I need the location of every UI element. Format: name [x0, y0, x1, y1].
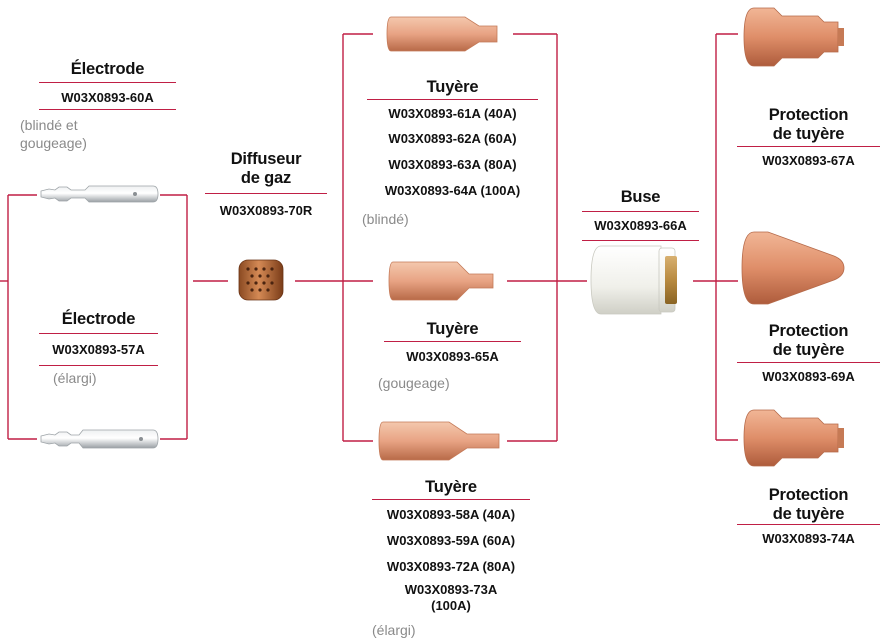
shield-cap-3-title: Protection de tuyère [737, 486, 880, 524]
rule [39, 365, 158, 367]
nozzle-extended-code-suffix: (100A) [431, 598, 471, 613]
diffuser-title: Diffuseur de gaz [205, 150, 327, 188]
nozzle-extended-code: W03X0893-58A (40A) [386, 507, 516, 522]
nozzle-shielded-code: W03X0893-64A (100A) [384, 183, 521, 198]
rule [372, 499, 530, 501]
rule [737, 146, 880, 148]
electrode-extended-title: Électrode [61, 310, 136, 328]
nozzle-shielded-title: Tuyère [426, 78, 479, 96]
rule [582, 240, 699, 242]
gas-diffuser-image [238, 259, 284, 301]
rule [384, 341, 521, 343]
shield-cap-title-line: de tuyère [772, 340, 845, 359]
retaining-cap-title: Buse [620, 188, 661, 206]
rule [39, 333, 158, 335]
shield-cap-3-image [743, 409, 844, 467]
shield-cap-title-line: de tuyère [772, 504, 845, 523]
nozzle-extended-image [378, 421, 500, 461]
nozzle-shielded-code: W03X0893-63A (80A) [388, 157, 517, 172]
retaining-cap-image [590, 245, 677, 315]
electrode-code: W03X0893-60A [61, 90, 154, 105]
nozzle-shielded-code: W03X0893-62A (60A) [388, 131, 517, 146]
diffuser-code: W03X0893-70R [219, 203, 313, 218]
shield-cap-title-line: Protection [768, 106, 849, 124]
retaining-cap-code: W03X0893-66A [594, 218, 687, 233]
rule [367, 99, 538, 101]
rule [582, 211, 699, 213]
nozzle-gouging-note: (gougeage) [378, 375, 450, 391]
nozzle-shielded-code: W03X0893-61A (40A) [388, 106, 517, 121]
nozzle-gouging-code: W03X0893-65A [406, 349, 499, 364]
nozzle-gouging-image [388, 261, 494, 301]
electrode-extended-code: W03X0893-57A [52, 342, 145, 357]
rule [737, 362, 880, 364]
rule [39, 82, 176, 84]
electrode-note: (blindé et gougeage) [20, 116, 87, 152]
shield-cap-2-title: Protection de tuyère [737, 322, 880, 360]
nozzle-extended-code: W03X0893-72A (80A) [386, 559, 516, 574]
shield-cap-title-line: Protection [768, 486, 849, 504]
nozzle-extended-title: Tuyère [425, 478, 477, 496]
shield-cap-1-image [743, 7, 844, 67]
shield-cap-1-code: W03X0893-67A [762, 153, 855, 168]
nozzle-shielded-image [386, 16, 498, 52]
nozzle-extended-code: W03X0893-73A [404, 582, 498, 597]
shield-cap-title-line: de tuyère [772, 124, 845, 143]
electrode-title: Électrode [70, 60, 145, 78]
note-line: gougeage) [20, 135, 87, 152]
electrode-extended-note: (élargi) [53, 370, 97, 386]
rule [205, 193, 327, 195]
shield-cap-title-line: Protection [768, 322, 849, 340]
nozzle-shielded-note: (blindé) [362, 211, 409, 227]
diffuser-title-line: de gaz [240, 168, 292, 187]
rule [39, 109, 176, 111]
shield-cap-2-image [741, 231, 845, 305]
shield-cap-2-code: W03X0893-69A [762, 369, 855, 384]
nozzle-gouging-title: Tuyère [426, 320, 479, 338]
nozzle-extended-code: W03X0893-59A (60A) [386, 533, 516, 548]
diffuser-title-line: Diffuseur [230, 150, 302, 168]
note-line: (blindé et [20, 117, 78, 133]
rule [737, 524, 880, 526]
electrode-shielded-image [40, 185, 159, 203]
electrode-extended-image [40, 429, 159, 449]
shield-cap-3-code: W03X0893-74A [762, 531, 855, 546]
shield-cap-1-title: Protection de tuyère [737, 106, 880, 144]
nozzle-extended-note: (élargi) [372, 622, 416, 638]
